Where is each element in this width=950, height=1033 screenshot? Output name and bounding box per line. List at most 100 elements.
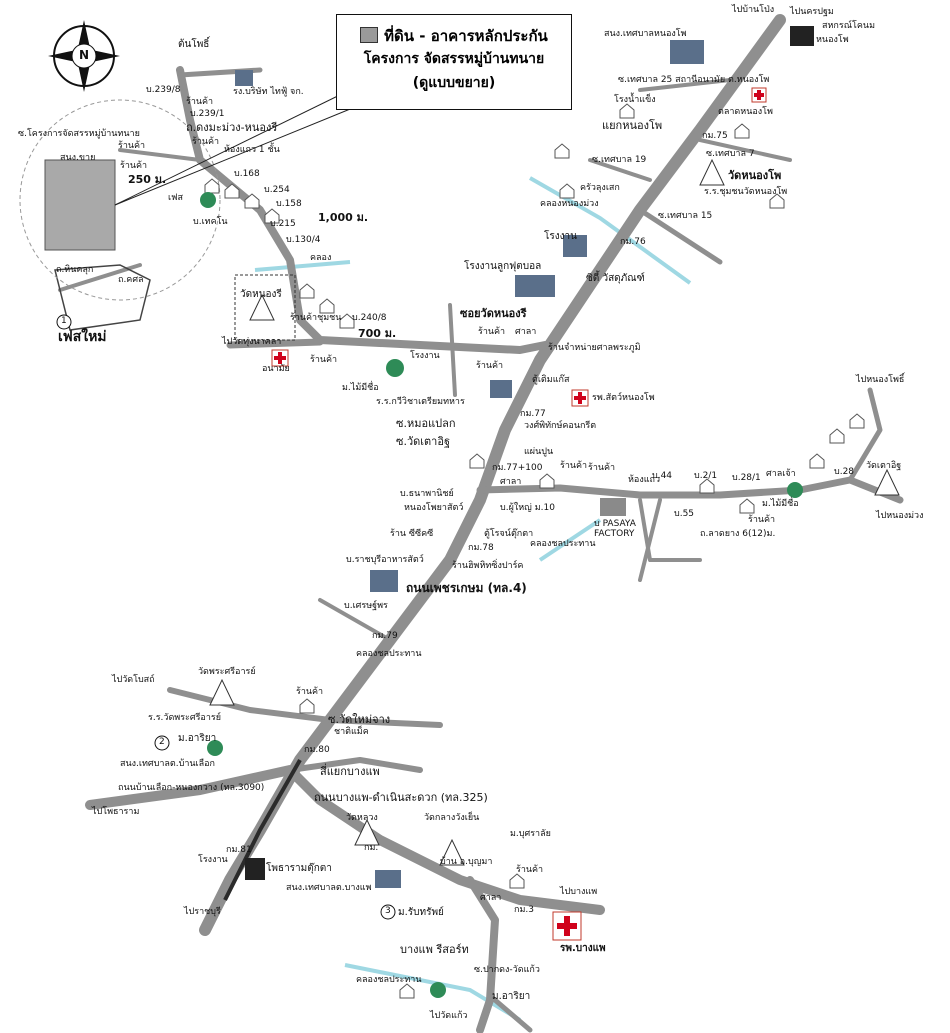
label: บ.215 — [270, 219, 296, 229]
label: 1 — [61, 316, 67, 326]
label: ซ.วัดเตาอิฐ — [396, 435, 451, 448]
tree-icon — [430, 982, 446, 998]
label: ถ.ดงมะม่วง-หนองรี — [186, 121, 278, 134]
label: ถ.หินคลุก — [56, 265, 94, 275]
label: ไปวัดแก้ว — [430, 1011, 468, 1021]
building-icon — [563, 235, 587, 257]
label: บ.239/1 — [190, 109, 225, 119]
label: สนง.เทศบาลต.บ้านเลือก — [120, 759, 215, 769]
building-markers — [235, 26, 814, 888]
label: โพธารามตุ๊กตา — [266, 863, 332, 874]
house-icon — [559, 183, 575, 199]
label: ซ.เทศบาล 7 — [706, 149, 755, 159]
compass-rose — [48, 20, 120, 92]
label: ร้านค้า — [192, 137, 220, 147]
label: ซ.วัดใหม่จาง — [328, 713, 391, 726]
house-icon — [509, 873, 525, 889]
railway-line — [223, 759, 302, 901]
building-icon — [235, 70, 253, 86]
label: กม.76 — [620, 237, 646, 247]
label: ร.ร.วัดพระศรีอารย์ — [148, 713, 222, 723]
label: ชาติแม็ค — [334, 727, 369, 737]
label: กม.75 — [702, 131, 728, 141]
label: ร้าน ซีซีคซี — [390, 529, 434, 539]
tree-icon — [787, 482, 803, 498]
label: ร้านค้า — [310, 355, 338, 365]
label: สี่แยกบางแพ — [320, 765, 380, 778]
house-icon — [469, 453, 485, 469]
label: บ PASAYA — [594, 519, 636, 529]
label: โรงงานลูกฟุตบอล — [464, 261, 542, 272]
label: คลองชลประทาน — [356, 649, 422, 659]
hospital-icon — [571, 389, 589, 407]
label: แผ่นปูน — [524, 447, 554, 457]
label: ร้านค้า — [560, 461, 588, 471]
label: ร้านค้า — [748, 515, 776, 525]
label: ศาลา — [500, 477, 522, 487]
road-lad-2 — [638, 498, 662, 582]
label: โรงน้ำแข็ง — [614, 95, 656, 105]
label: ม.อาริยา — [492, 991, 531, 1002]
marker-3 — [380, 904, 396, 920]
label: ถนนบ้านเลือก-หนองกวาง (ทล.3090) — [118, 783, 265, 793]
leader-line-2 — [114, 104, 361, 206]
label: FACTORY — [594, 529, 635, 539]
leader-line-1 — [114, 89, 351, 206]
label: 250 ม. — [128, 173, 167, 186]
building-icon — [600, 498, 626, 516]
label: ศาลา — [515, 327, 537, 337]
house-icon — [399, 983, 415, 999]
label: ห้องแถว 1 ชั้น — [224, 145, 280, 155]
canal-upper-left — [254, 260, 351, 272]
marker-1 — [56, 314, 72, 330]
building-icon — [670, 40, 704, 64]
blank-patch — [120, 477, 228, 573]
label: วัดพระศรีอารย์ — [198, 667, 256, 677]
parcel-area — [19, 89, 361, 341]
road-thesaban7 — [698, 138, 792, 162]
label: โรงงาน — [198, 855, 228, 865]
road-thesaban19 — [588, 158, 652, 182]
road-south — [466, 876, 499, 1033]
label: ม.รับทรัพย์ — [398, 907, 444, 918]
label: กม.3 — [514, 905, 534, 915]
label: บ.55 — [674, 509, 695, 519]
marker-2 — [154, 735, 170, 751]
house-icon — [339, 313, 355, 329]
label: บ.239/8 — [146, 85, 181, 95]
house-icon — [299, 283, 315, 299]
house-icon — [699, 478, 715, 494]
label: ซ.โครงการจัดสรรหมู่บ้านทนาย — [18, 129, 140, 139]
label: ศาลา — [480, 893, 502, 903]
label: ม.อาริยา — [178, 733, 217, 744]
label: ร้านค้า — [120, 161, 148, 171]
road-tnoi — [118, 148, 202, 162]
range-circle — [19, 99, 221, 301]
label: ไปบ้านโป่ง — [732, 5, 775, 15]
label: ถ.คศล — [118, 275, 144, 285]
temple-icon — [209, 678, 235, 706]
label: ร้านค้า — [588, 463, 616, 473]
canal-nongmuang — [529, 176, 692, 285]
tree-icon — [200, 192, 216, 208]
label: บ.44 — [652, 471, 673, 481]
legend-line1: ที่ดิน - อาคารหลักประกัน — [384, 27, 548, 45]
label: ต้นโพธิ์ — [178, 39, 210, 50]
label: สนง.ขาย — [60, 153, 96, 163]
label: ร.ร.กวีวิชาเตรียมทหาร — [376, 397, 465, 407]
label: ร้านค้าชุมชน — [290, 313, 342, 323]
legend-box: ที่ดิน - อาคารหลักประกัน โครงการ จัดสรรห… — [336, 14, 572, 110]
label: คลองหนองม่วง — [540, 199, 599, 209]
label: ห้องแถว — [628, 475, 661, 485]
road-settapon — [318, 598, 392, 642]
label: บ.ธนาพานิชย์ — [400, 489, 454, 499]
road-soiwat — [448, 303, 457, 397]
label: วงศ์พิทักษ์คอนกรีต — [524, 421, 597, 431]
label: บ.28 — [834, 467, 855, 477]
road-325 — [287, 757, 423, 773]
label: ซ.ปากดง-วัดแก้ว — [474, 965, 540, 975]
label: อนามัย — [262, 364, 290, 374]
hospital-icon — [751, 87, 767, 103]
label: วัดหนองรี — [240, 289, 282, 300]
label: ตลาดหนองโพ — [718, 107, 773, 117]
